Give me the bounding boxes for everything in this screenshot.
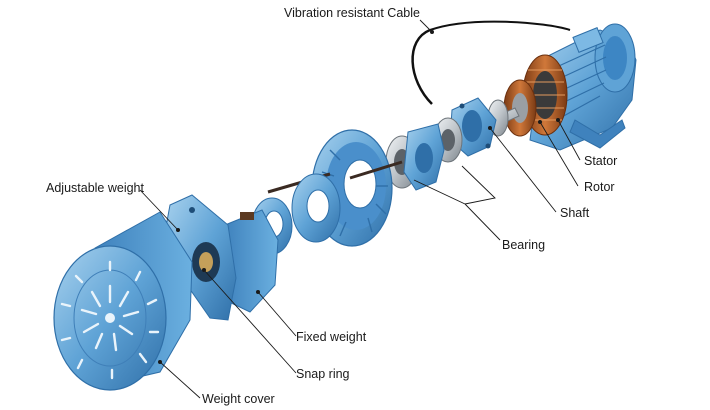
label-bearing: Bearing (502, 238, 546, 252)
label-adjustable-weight: Adjustable weight (46, 181, 144, 195)
bearing-housing (403, 123, 445, 191)
label-cable: Vibration resistant Cable (284, 6, 420, 20)
label-fixed-weight: Fixed weight (296, 330, 367, 344)
label-snap-ring: Snap ring (296, 367, 350, 381)
weight-cover-part (53, 211, 193, 391)
cable-to-motor (429, 20, 571, 31)
label-weight-cover: Weight cover (202, 392, 275, 406)
cable-line (411, 28, 433, 105)
label-stator: Stator (584, 154, 618, 168)
label-shaft: Shaft (560, 206, 590, 220)
leader-lines (139, 19, 581, 399)
medium-flange (291, 173, 341, 243)
label-rotor: Rotor (584, 180, 615, 194)
adjustable-weight-part (164, 194, 237, 321)
rotor-part (503, 79, 537, 137)
